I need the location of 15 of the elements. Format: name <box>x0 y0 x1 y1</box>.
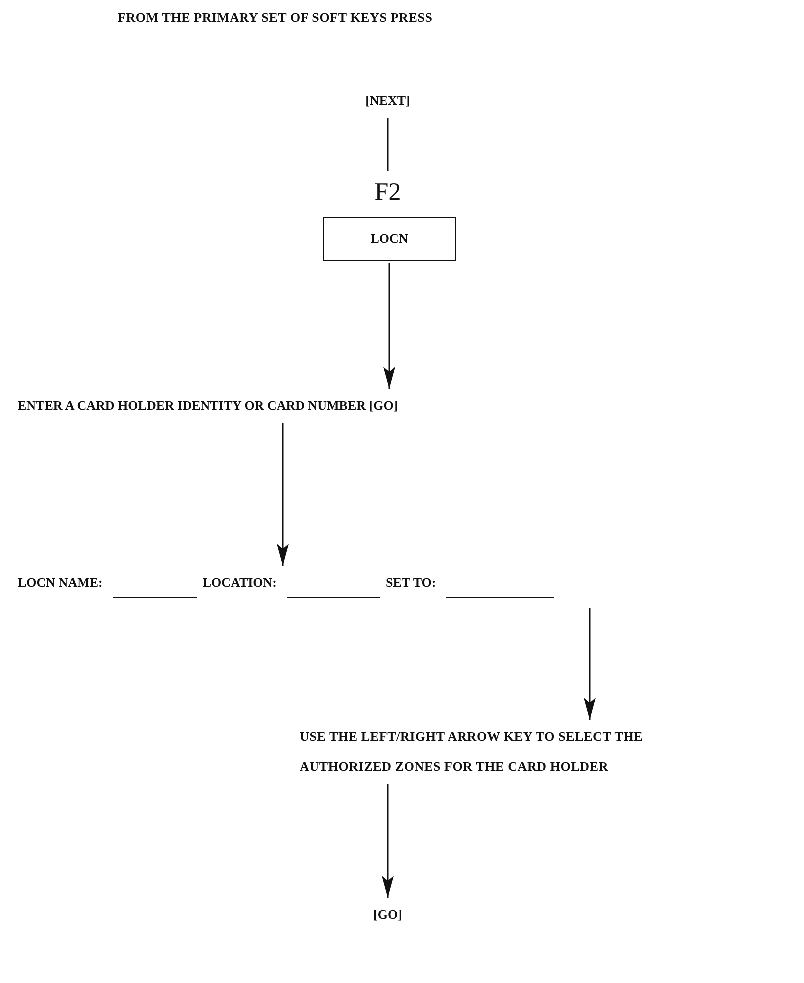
key-label: [NEXT] <box>348 86 428 116</box>
field-label: LOCATION: <box>202 575 278 590</box>
instruction-text: ENTER A CARD HOLDER IDENTITY OR CARD NUMBER [GO] <box>18 391 548 421</box>
key-label: [GO] <box>358 900 418 930</box>
arrow <box>277 423 289 566</box>
soft-key-box: LOCN <box>323 217 456 261</box>
field-label: SET TO: <box>386 575 436 590</box>
arrow <box>584 608 596 720</box>
instruction-text: USE THE LEFT/RIGHT ARROW KEY TO SELECT THE AUTHORIZED ZONES FOR THE CARD HOLDER <box>300 722 720 782</box>
arrow <box>382 784 394 898</box>
instruction-heading: FROM THE PRIMARY SET OF SOFT KEYS PRESS <box>118 10 433 26</box>
connector-line <box>387 118 389 171</box>
arrow <box>384 263 396 389</box>
function-key-label: F2 <box>348 175 428 211</box>
field-label: LOCN NAME: <box>18 575 103 590</box>
